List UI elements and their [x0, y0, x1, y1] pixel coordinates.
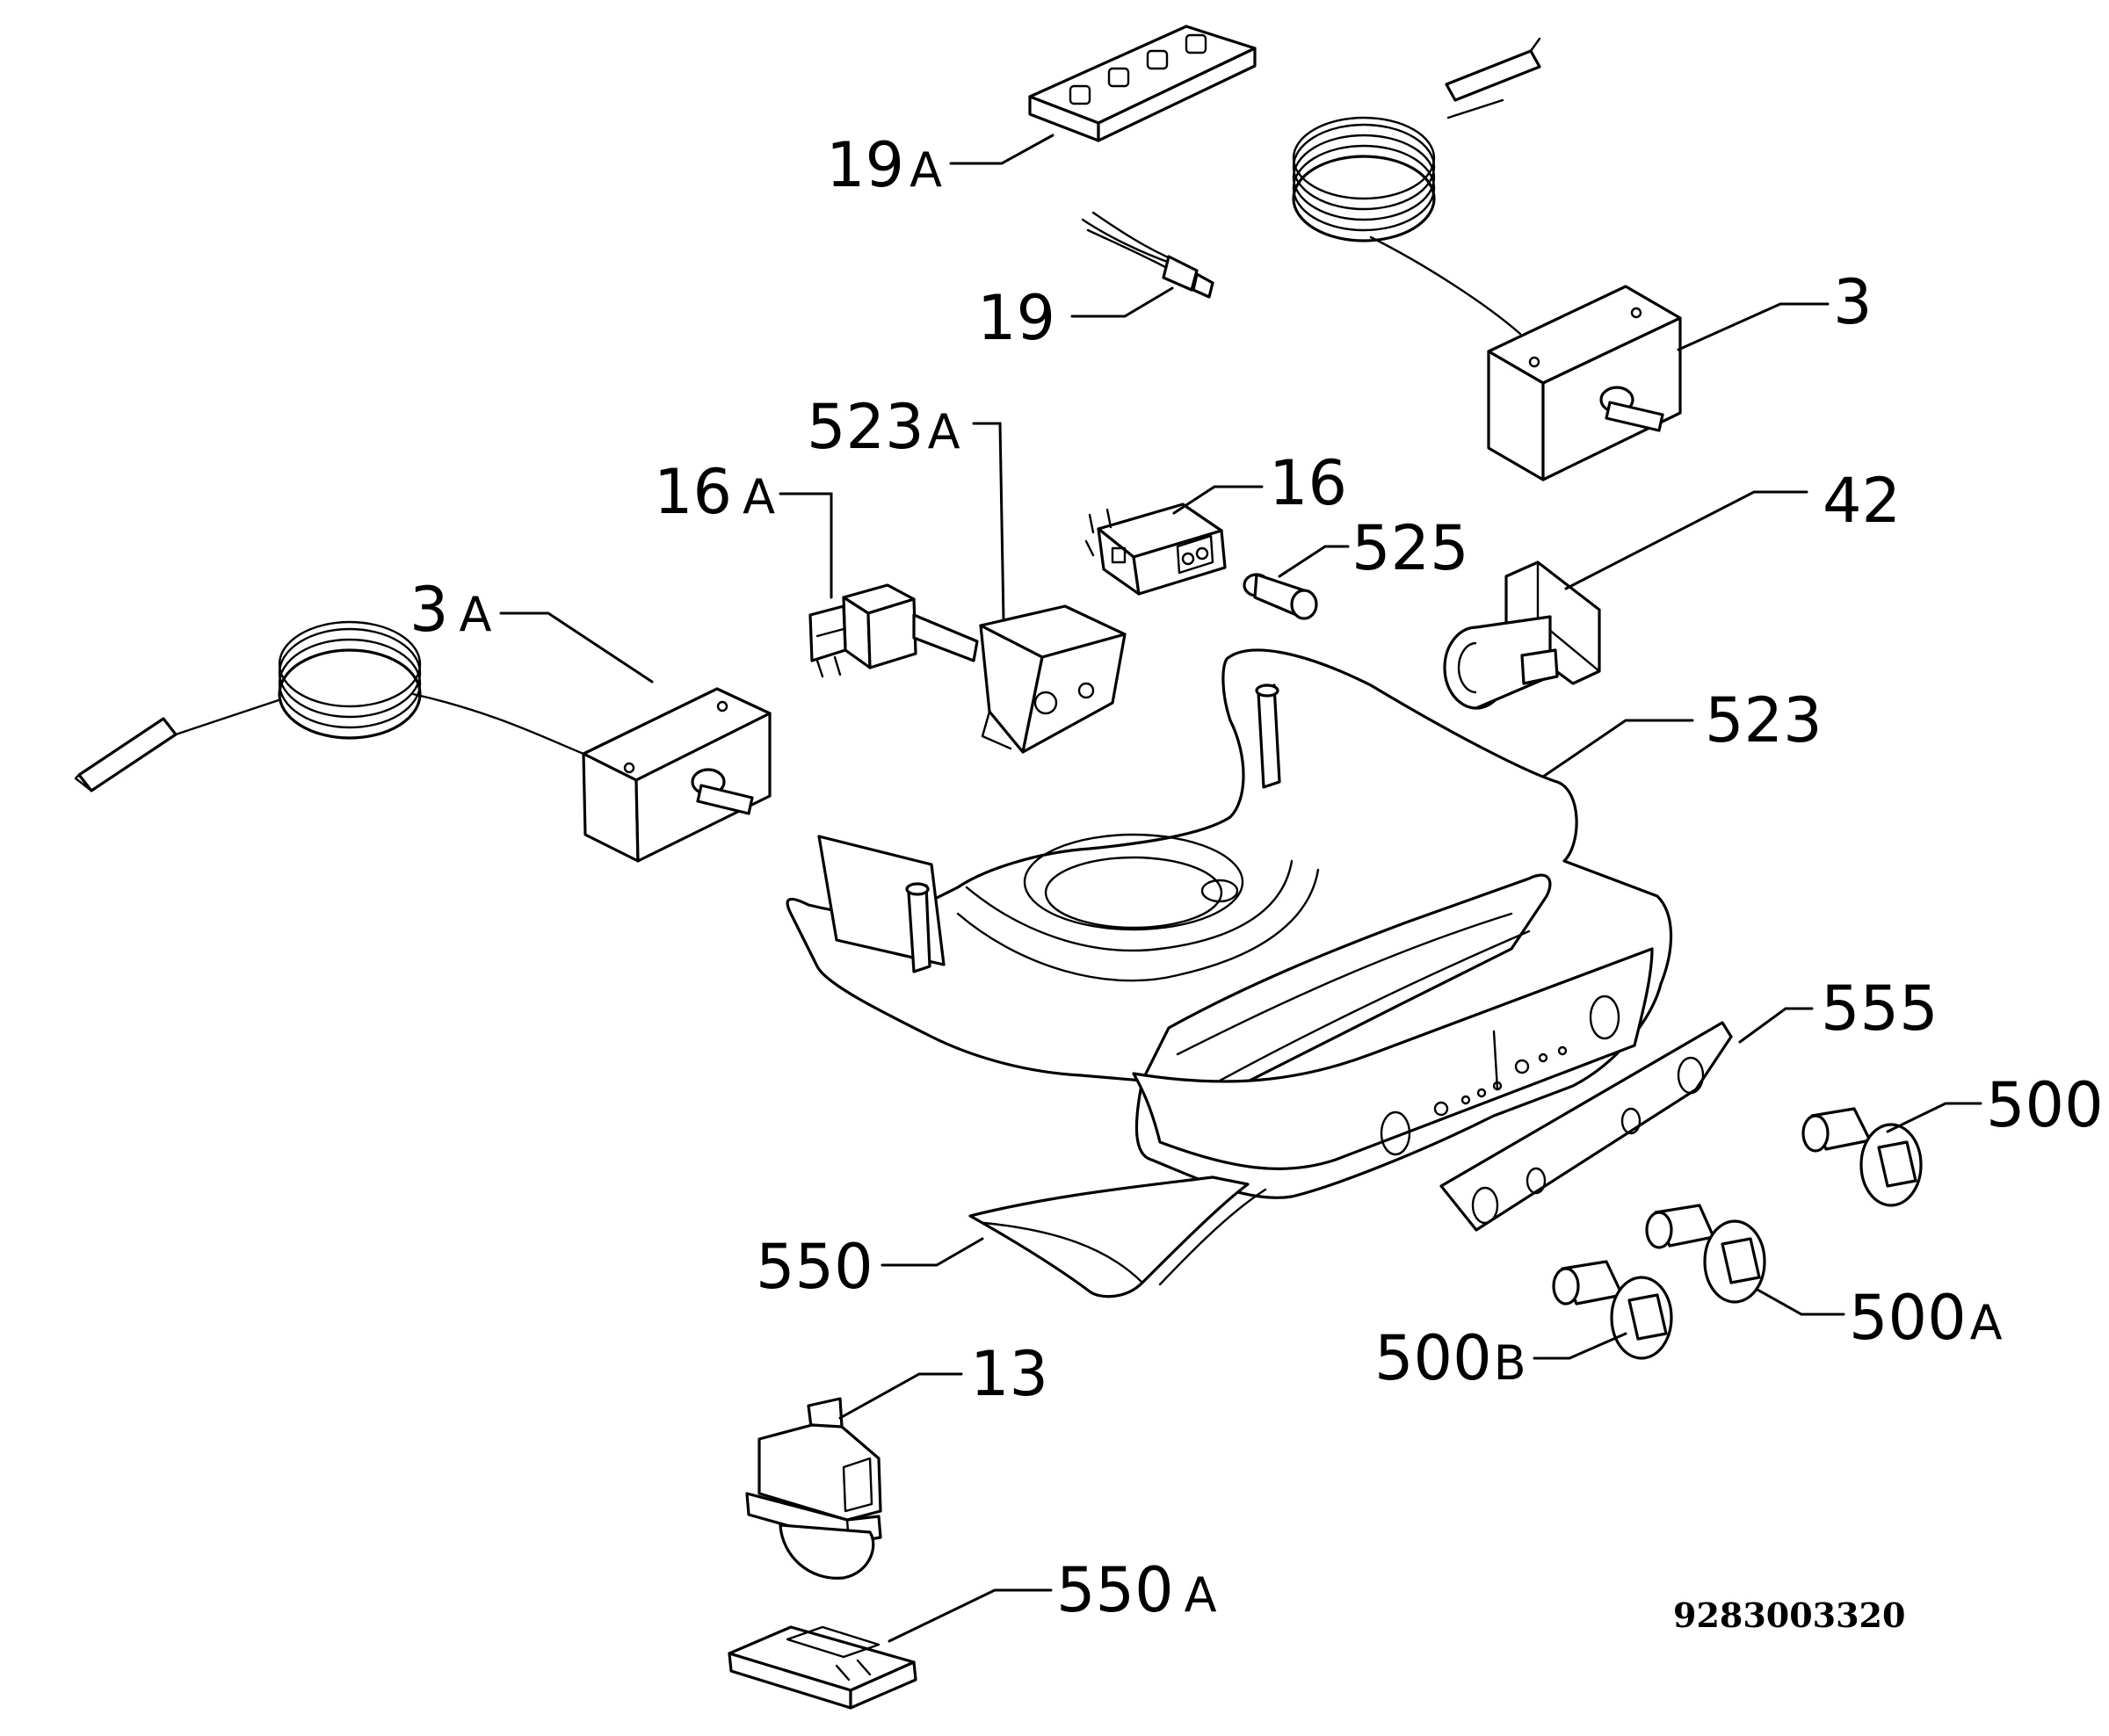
leader-523a	[972, 422, 1005, 622]
callout-523: 523	[1705, 684, 1823, 756]
leader-500a	[1756, 1288, 1845, 1316]
callout-500: 500	[1986, 1069, 2104, 1141]
part-500a-knob	[1645, 1204, 1766, 1304]
part-13-lamp-housing	[745, 1397, 882, 1580]
part-3-thermostat	[1292, 37, 1682, 481]
callout-555: 555	[1821, 973, 1939, 1045]
leader-3a	[499, 611, 654, 684]
leader-19a	[949, 134, 1054, 165]
leader-19	[1070, 286, 1174, 318]
leader-500b	[1533, 1332, 1627, 1360]
leader-550a	[888, 1588, 1053, 1643]
diagram-code: 9283003320	[1673, 1595, 1905, 1635]
part-16a-switch	[808, 583, 979, 678]
part-523-control-panel-housing	[786, 648, 1673, 1199]
part-3a-thermostat	[74, 620, 772, 863]
callout-500b: 500B	[1374, 1322, 1526, 1394]
leader-525	[1278, 545, 1350, 578]
leader-16	[1172, 485, 1264, 515]
part-19-lamp-with-wires	[1081, 211, 1214, 299]
part-525-lamp	[1243, 573, 1318, 620]
part-555-fascia-trim	[1439, 1021, 1733, 1232]
callout-3: 3	[1833, 266, 1873, 338]
leader-16a	[779, 492, 833, 599]
callout-525: 525	[1352, 512, 1469, 584]
leader-42	[1564, 490, 1808, 590]
callout-500a: 500A	[1849, 1282, 2003, 1354]
part-500-knob	[1801, 1107, 1923, 1207]
part-16-rocker-switch	[1084, 503, 1227, 596]
part-550a-clip	[728, 1625, 917, 1710]
part-42-lamp-holder	[1443, 561, 1601, 710]
part-523a-bracket	[979, 604, 1127, 754]
part-500b-knob	[1552, 1260, 1673, 1360]
callout-42: 42	[1823, 465, 1901, 537]
leader-13	[838, 1372, 963, 1420]
part-19a-switch-block	[1028, 25, 1257, 142]
callout-16: 16	[1269, 447, 1347, 519]
callout-550: 550	[756, 1231, 873, 1303]
callout-19: 19	[977, 282, 1055, 354]
part-550-diffuser	[968, 1175, 1267, 1298]
leader-500	[1886, 1102, 1982, 1133]
leader-3	[1677, 302, 1830, 351]
callout-13: 13	[970, 1338, 1048, 1410]
callout-523a: 523A	[807, 391, 960, 463]
leader-523	[1541, 719, 1694, 778]
leader-555	[1738, 1007, 1814, 1044]
leader-550	[881, 1237, 984, 1267]
